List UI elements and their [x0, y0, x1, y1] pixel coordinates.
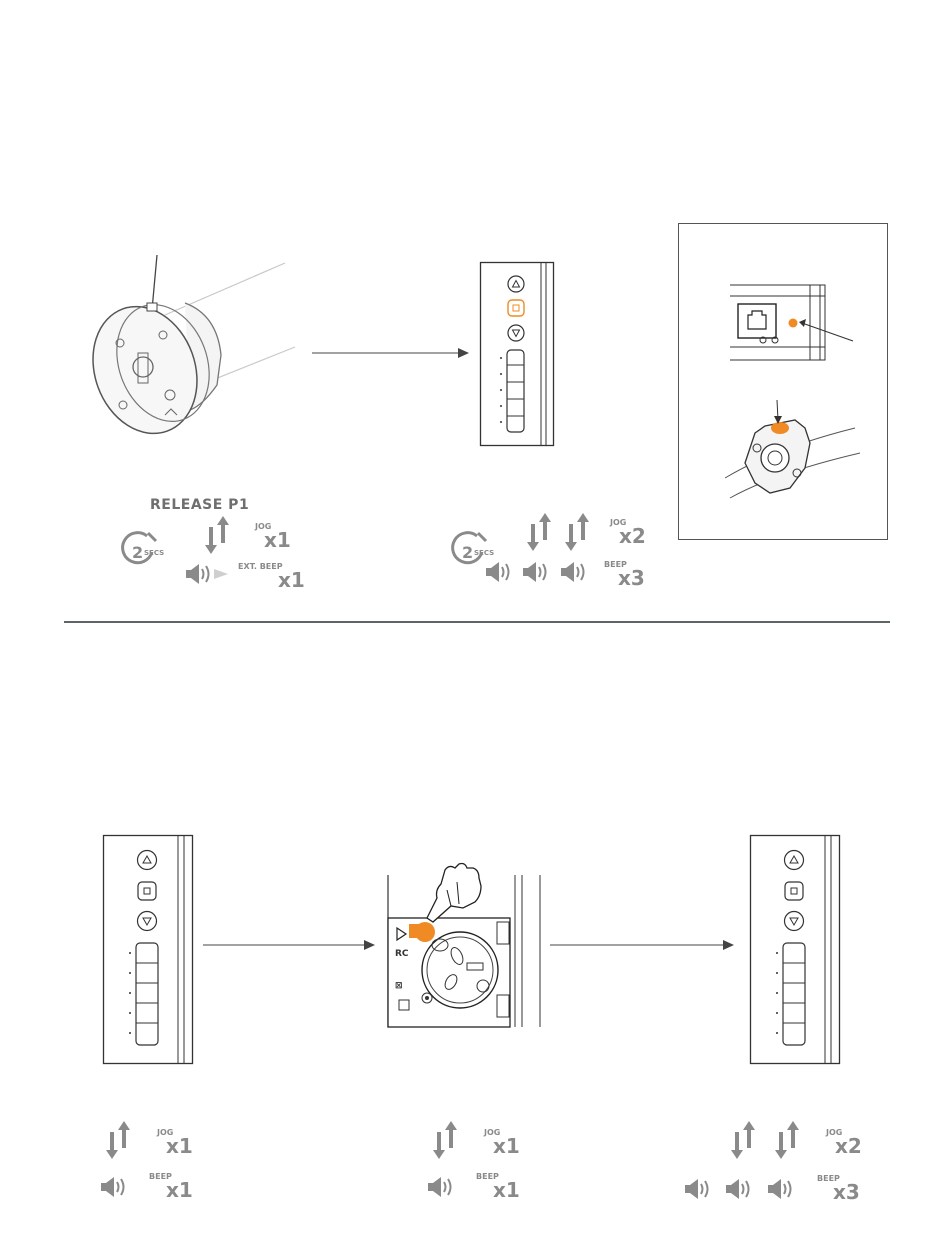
svg-text:EXT. BEEP: EXT. BEEP [238, 562, 283, 571]
jog-arrows-icon [527, 512, 553, 552]
svg-text:RC: RC [395, 949, 409, 959]
svg-text:⊠: ⊠ [395, 981, 403, 991]
svg-text:x1: x1 [166, 1178, 193, 1202]
svg-text:SECS: SECS [474, 549, 494, 557]
svg-text:x1: x1 [493, 1178, 520, 1202]
stopwatch-icon: 2 SECS [120, 530, 170, 570]
speaker-icon [100, 1175, 130, 1199]
release-p1-label: RELEASE P1 [150, 497, 249, 513]
svg-text:2: 2 [132, 543, 143, 562]
flow-arrow-1 [312, 347, 472, 359]
svg-text:x2: x2 [835, 1134, 862, 1158]
speaker-icon [522, 560, 552, 584]
beep-count-label: BEEP x3 [604, 558, 654, 588]
section-divider [64, 621, 890, 623]
speaker-icon [185, 562, 215, 586]
svg-text:2: 2 [462, 543, 473, 562]
flow-arrow-2 [203, 939, 378, 951]
jog-count-label: JOG x1 [255, 520, 305, 550]
flow-arrow-3 [550, 939, 740, 951]
jog-arrows-icon [731, 1120, 757, 1160]
remote-control [750, 835, 840, 1065]
svg-text:x1: x1 [264, 528, 291, 552]
svg-text:x3: x3 [833, 1180, 860, 1204]
speaker-icon [485, 560, 515, 584]
beep-count-label: BEEP x1 [476, 1170, 526, 1200]
svg-text:x3: x3 [618, 566, 645, 590]
beep-count-label: BEEP x3 [817, 1172, 867, 1202]
svg-text:x1: x1 [493, 1134, 520, 1158]
speaker-icon [725, 1177, 755, 1201]
jog-count-label: JOG x2 [610, 516, 660, 546]
jog-count-label: JOG x1 [157, 1126, 207, 1156]
jog-arrows-icon [565, 512, 591, 552]
jog-count-label: JOG x1 [484, 1126, 534, 1156]
remote-control [103, 835, 193, 1065]
jog-arrows-icon [775, 1120, 801, 1160]
svg-text:x1: x1 [166, 1134, 193, 1158]
faded-arrow-icon [214, 566, 234, 582]
jog-arrows-icon [205, 515, 231, 555]
jog-arrows-icon [433, 1120, 459, 1160]
jog-count-label: JOG x2 [826, 1126, 876, 1156]
speaker-icon [427, 1175, 457, 1199]
speaker-icon [767, 1177, 797, 1201]
speaker-icon [684, 1177, 714, 1201]
motor-bracket [715, 398, 865, 513]
svg-text:x1: x1 [278, 568, 305, 592]
beep-count-label: BEEP x1 [149, 1170, 199, 1200]
ext-beep-count-label: EXT. BEEP x1 [238, 560, 308, 590]
motor-panel-with-hand: RC ⊠ [385, 860, 545, 1030]
receiver-box [730, 285, 860, 365]
svg-text:SECS: SECS [144, 549, 164, 557]
jog-arrows-icon [106, 1120, 132, 1160]
remote-control [480, 262, 555, 447]
svg-text:x2: x2 [619, 524, 646, 548]
motor-head-illustration [95, 255, 310, 445]
speaker-icon [560, 560, 590, 584]
